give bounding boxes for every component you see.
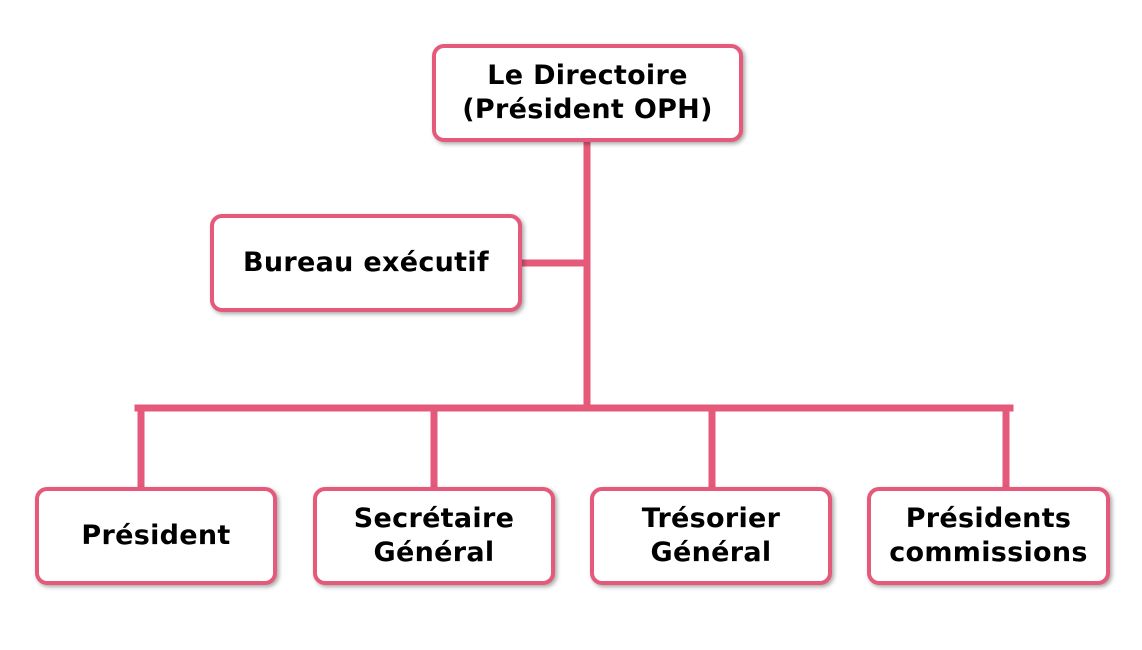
tresorier-general-line1: Trésorier bbox=[641, 503, 781, 534]
president-box: Président bbox=[35, 487, 277, 585]
presidents-commissions-line1: Présidents bbox=[905, 503, 1072, 534]
bureau-executif-box: Bureau exécutif bbox=[210, 214, 522, 312]
presidents-commissions-line2: commissions bbox=[889, 537, 1088, 568]
secretaire-general-line1: Secrétaire bbox=[353, 503, 515, 534]
secretaire-general-box: Secrétaire Général bbox=[313, 487, 555, 585]
directoire-box: Le Directoire (Président OPH) bbox=[432, 44, 743, 142]
bureau-executif-label: Bureau exécutif bbox=[243, 247, 489, 278]
president-label: Président bbox=[81, 520, 231, 551]
directoire-subtitle: (Président OPH) bbox=[462, 94, 713, 125]
directoire-title: Le Directoire bbox=[487, 60, 688, 91]
presidents-commissions-box: Présidents commissions bbox=[867, 487, 1110, 585]
secretaire-general-line2: Général bbox=[373, 537, 495, 568]
tresorier-general-box: Trésorier Général bbox=[590, 487, 832, 585]
tresorier-general-line2: Général bbox=[650, 537, 772, 568]
